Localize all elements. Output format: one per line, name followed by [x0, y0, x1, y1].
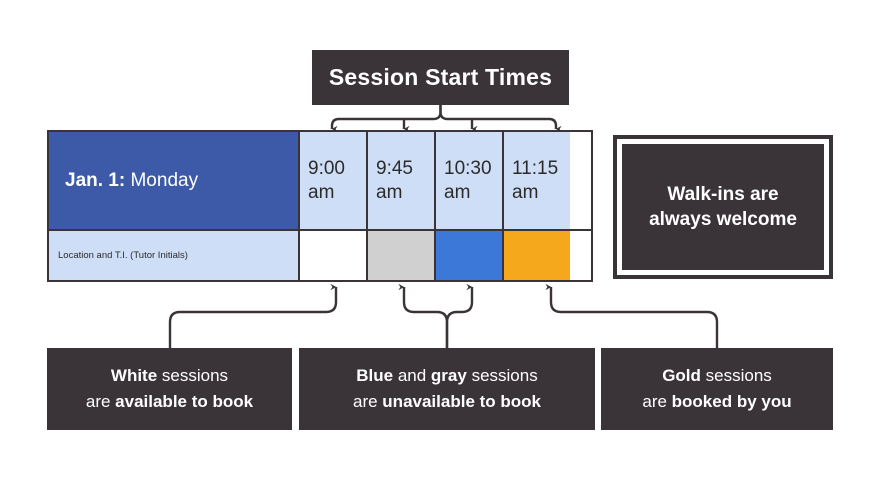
legend-callout-blue-gray: Blue and gray sessions are unavailable to… — [299, 348, 595, 430]
schedule-table: Jan. 1: Monday 9:00 am 9:45 am 10:30 am … — [47, 130, 593, 282]
session-slot-2-unavailable[interactable] — [434, 231, 502, 280]
legend-blue-gray-text: Blue and gray sessions are unavailable to… — [353, 363, 541, 415]
time-value-1: 9:45 — [376, 157, 413, 179]
time-header-3[interactable]: 11:15 am — [502, 132, 570, 229]
legend-blue-gray-line2-bold: unavailable to book — [382, 392, 541, 411]
time-meridiem-2: am — [444, 181, 471, 203]
bottom-callout-connectors — [168, 283, 719, 348]
time-meridiem-0: am — [308, 181, 335, 203]
legend-blue-gray-line1-rest: sessions — [466, 366, 538, 385]
legend-white-line1-rest: sessions — [157, 366, 229, 385]
banner-label: Session Start Times — [328, 64, 553, 90]
time-header-2[interactable]: 10:30 am — [434, 132, 502, 229]
legend-white-line2-lead: are — [85, 392, 116, 411]
walkins-label: Walk-ins are always welcome — [649, 182, 797, 232]
legend-white-text: White sessions are available to book — [86, 363, 253, 415]
day-date: Jan. 1: — [65, 169, 126, 191]
day-cell: Jan. 1: Monday — [49, 132, 298, 229]
legend-callout-gold: Gold sessions are booked by you — [601, 348, 833, 430]
time-value-2: 10:30 — [444, 157, 492, 179]
legend-gold-text: Gold sessions are booked by you — [642, 363, 791, 415]
walkins-notice: Walk-ins are always welcome — [613, 135, 833, 279]
session-slot-1-unavailable[interactable] — [366, 231, 434, 280]
location-label: Location and T.I. (Tutor Initials) — [58, 250, 188, 261]
legend-blue-keyword: Blue — [356, 366, 394, 385]
schedule-status-row: Location and T.I. (Tutor Initials) — [49, 229, 591, 280]
location-cell: Location and T.I. (Tutor Initials) — [49, 231, 298, 280]
walkins-line-1: Walk-ins are — [667, 184, 779, 205]
time-value-0: 9:00 — [308, 157, 345, 179]
time-meridiem-1: am — [376, 181, 403, 203]
legend-gold-keyword: Gold — [662, 366, 701, 385]
session-slot-0-available[interactable] — [298, 231, 366, 280]
legend-white-keyword: White — [110, 366, 158, 385]
time-header-1[interactable]: 9:45 am — [366, 132, 434, 229]
top-bracket-connector — [330, 105, 562, 133]
legend-gray-keyword: gray — [430, 366, 467, 385]
legend-callout-white: White sessions are available to book — [47, 348, 292, 430]
schedule-header-row: Jan. 1: Monday 9:00 am 9:45 am 10:30 am … — [49, 132, 591, 229]
time-header-0[interactable]: 9:00 am — [298, 132, 366, 229]
day-weekday: Monday — [130, 169, 199, 191]
walkins-line-2: always welcome — [649, 209, 797, 230]
session-slot-3-booked[interactable] — [502, 231, 570, 280]
session-start-times-banner: Session Start Times — [312, 50, 569, 105]
legend-blue-gray-line2-lead: are — [353, 392, 383, 411]
legend-gold-line2-lead: are — [642, 392, 672, 411]
time-value-3: 11:15 — [512, 157, 559, 179]
legend-gold-line1-rest: sessions — [700, 366, 772, 385]
day-label: Jan. 1: Monday — [65, 170, 198, 192]
legend-blue-gray-conj: and — [393, 366, 431, 385]
time-meridiem-3: am — [512, 181, 539, 203]
legend-gold-line2-bold: booked by you — [671, 392, 792, 411]
legend-white-line2-bold: available to book — [115, 392, 254, 411]
